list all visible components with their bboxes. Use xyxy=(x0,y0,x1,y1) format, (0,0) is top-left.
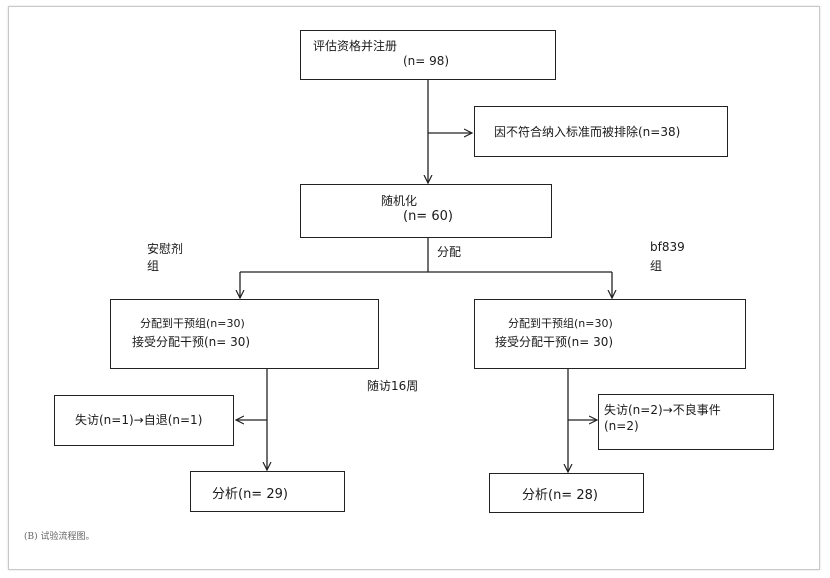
right-allocation-box: 分配到干预组(n=30) 接受分配干预(n= 30) xyxy=(474,299,746,369)
randomized-title: 随机化 xyxy=(381,194,418,208)
right-lost-text: 失访(n=2)→不良事件 xyxy=(604,403,721,417)
right-lost-count: (n=2) xyxy=(604,419,639,433)
enroll-count: (n= 98) xyxy=(403,54,450,68)
left-allocation-box: 分配到干预组(n=30) 接受分配干预(n= 30) xyxy=(110,299,379,369)
randomized-count: (n= 60) xyxy=(403,209,453,224)
right-analysis-text: 分析(n= 28) xyxy=(522,488,598,503)
left-group-name: 安慰剂 xyxy=(147,242,184,256)
excluded-text: 因不符合纳入标准而被排除(n=38) xyxy=(494,125,681,139)
left-lost-text: 失访(n=1)→自退(n=1) xyxy=(75,413,203,427)
followup-label: 随访16周 xyxy=(367,379,419,393)
figure-caption: (B) 试验流程图。 xyxy=(24,532,95,542)
left-received-text: 接受分配干预(n= 30) xyxy=(132,335,251,349)
right-lost-box: 失访(n=2)→不良事件 (n=2) xyxy=(598,394,774,450)
right-group-name-suffix: 组 xyxy=(650,259,663,273)
right-allocated-text: 分配到干预组(n=30) xyxy=(508,317,613,330)
left-group-name-suffix: 组 xyxy=(147,259,160,273)
left-allocated-text: 分配到干预组(n=30) xyxy=(140,317,245,330)
enroll-box: 评估资格并注册 (n= 98) xyxy=(300,30,556,80)
excluded-box: 因不符合纳入标准而被排除(n=38) xyxy=(474,106,728,157)
left-lost-box: 失访(n=1)→自退(n=1) xyxy=(54,395,234,446)
enroll-title: 评估资格并注册 xyxy=(313,39,398,53)
randomized-box: 随机化 (n= 60) xyxy=(300,184,552,238)
right-received-text: 接受分配干预(n= 30) xyxy=(495,335,614,349)
right-group-name: bf839 xyxy=(650,240,685,254)
left-analysis-text: 分析(n= 29) xyxy=(212,487,288,502)
right-analysis-box: 分析(n= 28) xyxy=(489,473,644,513)
figure-frame xyxy=(8,6,820,570)
allocation-label: 分配 xyxy=(437,245,462,259)
left-analysis-box: 分析(n= 29) xyxy=(190,471,345,512)
